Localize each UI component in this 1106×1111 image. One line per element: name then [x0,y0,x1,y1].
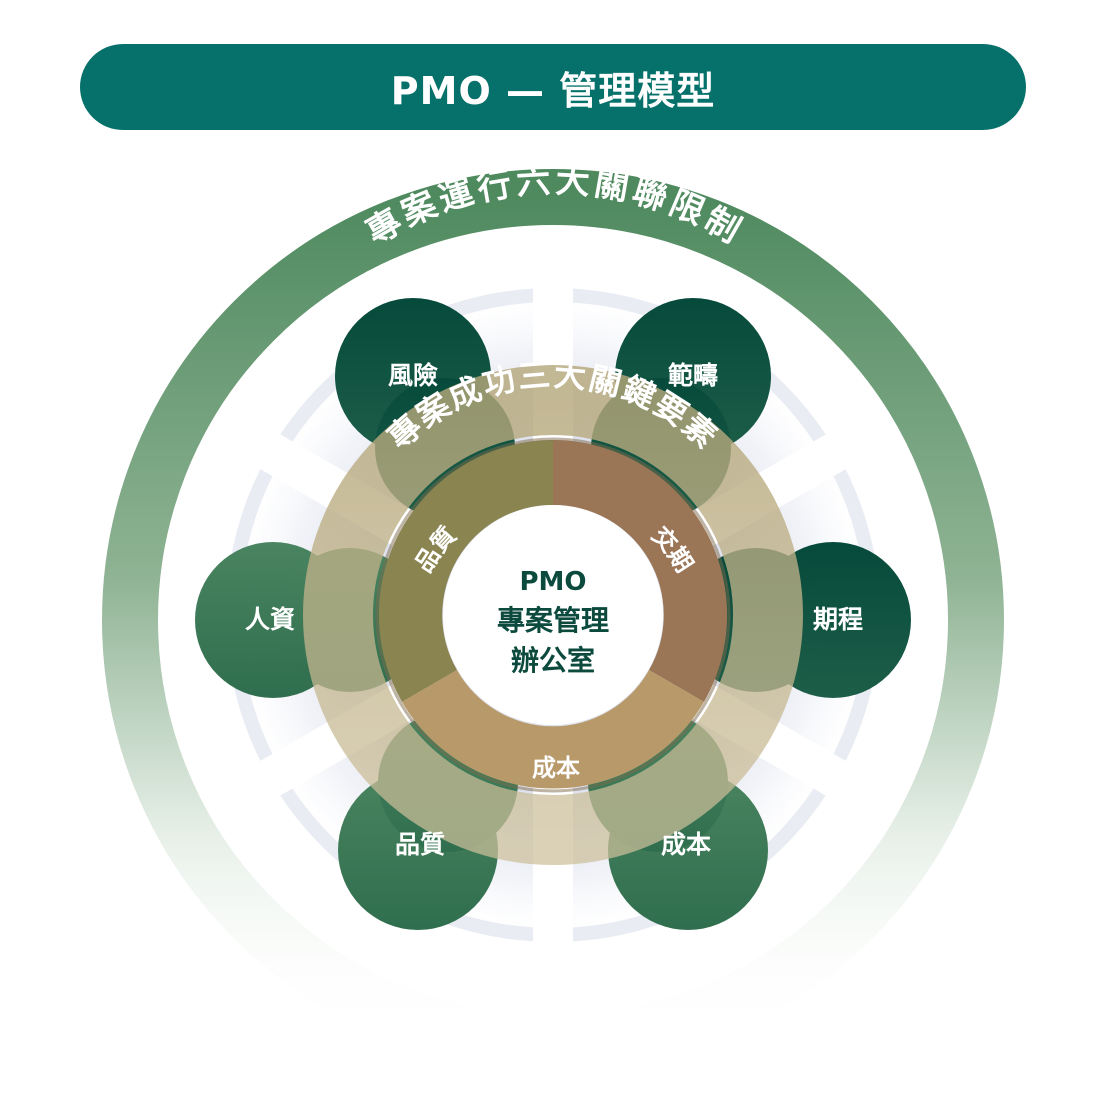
constraint-label-schedule: 期程 [813,605,863,634]
segment-quality [378,440,553,702]
center-label-line3: 辦公室 [511,644,595,677]
center-disc [443,505,663,725]
segment-delivery [553,440,728,702]
center-label-line1: PMO [519,567,586,597]
success-factor-band [303,365,803,865]
title-banner: PMO — 管理模型 [80,44,1026,130]
constraint-label-quality: 品質 [395,830,445,859]
constraint-label-risk: 風險 [388,361,438,390]
page-title: PMO — 管理模型 [390,68,716,113]
center-label-line2: 專案管理 [497,604,609,637]
outer-constraint-ring [102,169,1004,1071]
segment-cost [402,670,704,789]
factor-ring-edge [375,437,731,793]
constraint-label-hr: 人資 [245,605,295,634]
constraint-label-scope: 範疇 [668,361,718,390]
constraint-label-cost: 成本 [661,830,711,859]
factor-label-cost: 成本 [532,754,580,782]
factor-segments [378,440,728,789]
